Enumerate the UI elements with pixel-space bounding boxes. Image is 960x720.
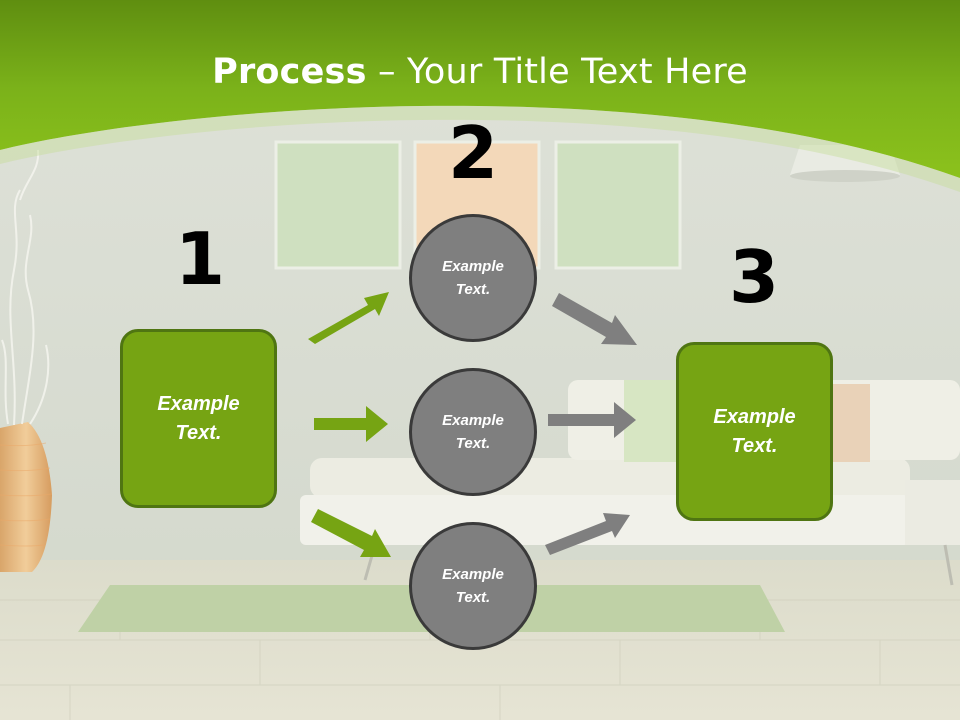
step-3-box: Example Text. <box>676 342 833 521</box>
circle-bottom-text: Example Text. <box>442 566 504 606</box>
title-rest: – Your Title Text Here <box>366 52 748 92</box>
step-3-text: Example Text. <box>713 405 796 457</box>
arrow-box1-to-circle-middle <box>314 406 388 442</box>
circle-middle-text: Example Text. <box>442 412 504 452</box>
circle-middle: Example Text. <box>409 368 537 496</box>
circle-top-text: Example Text. <box>442 258 504 298</box>
arrow-box1-to-circle-bottom <box>311 509 391 557</box>
step-1-text: Example Text. <box>157 392 240 444</box>
arrow-circle-top-to-box3 <box>552 293 637 345</box>
slide-title: Process – Your Title Text Here <box>0 52 960 92</box>
arrow-box1-to-circle-top <box>308 292 389 344</box>
step-number-2: 2 <box>447 111 499 195</box>
arrow-circle-middle-to-box3 <box>548 402 636 438</box>
arrow-circle-bottom-to-box3 <box>545 513 630 555</box>
circle-bottom: Example Text. <box>409 522 537 650</box>
title-bold: Process <box>212 52 367 92</box>
step-1-box: Example Text. <box>120 329 277 508</box>
step-number-3: 3 <box>728 235 780 319</box>
step-number-1: 1 <box>174 217 226 301</box>
circle-top: Example Text. <box>409 214 537 342</box>
